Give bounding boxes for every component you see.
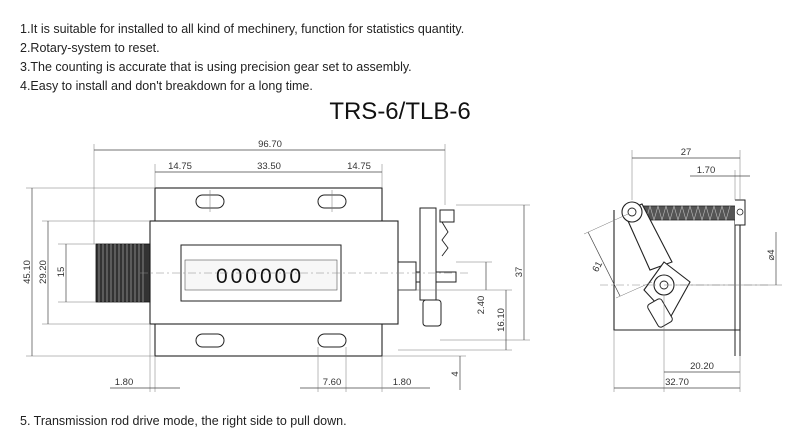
side-view: 27 1.70 61 ⌀4 20.20 32.70 — [583, 147, 782, 392]
note-3: 3.The counting is accurate that is using… — [20, 60, 412, 74]
dim-right-margin: 1.80 — [393, 377, 412, 388]
dim-overall-width: 96.70 — [258, 139, 282, 150]
counter-digits: 000000 — [216, 265, 304, 288]
dim-left-margin: 1.80 — [115, 377, 134, 388]
dim-slot-width: 7.60 — [323, 377, 342, 388]
dim-hole-diameter: ⌀4 — [766, 249, 777, 260]
return-spring — [639, 204, 737, 222]
mounting-slot-bottom-right — [317, 333, 347, 348]
dim-bottom-gap: 4 — [450, 371, 461, 376]
dim-right-offset: 14.75 — [347, 161, 371, 172]
dim-knob-height: 15 — [56, 267, 67, 278]
dim-body-height: 29.20 — [38, 260, 49, 284]
dim-spring-offset: 1.70 — [697, 165, 716, 176]
dim-hole-spacing: 33.50 — [257, 161, 281, 172]
dim-base-total: 32.70 — [665, 377, 689, 388]
feature-notes: 1.It is suitable for installed to all ki… — [20, 20, 464, 96]
dim-base-right: 20.20 — [690, 361, 714, 372]
dim-lever-offset: 2.40 — [476, 296, 487, 315]
dim-left-offset: 14.75 — [168, 161, 192, 172]
dim-lever-height: 37 — [514, 267, 525, 278]
dim-lever-base: 16.10 — [496, 308, 507, 332]
dim-arm-length: 61 — [590, 260, 605, 275]
note-2: 2.Rotary-system to reset. — [20, 41, 160, 55]
note-4: 4.Easy to install and don't breakdown fo… — [20, 79, 313, 93]
drive-mode-note: 5. Transmission rod drive mode, the righ… — [20, 414, 347, 428]
model-title: TRS-6/TLB-6 — [329, 98, 471, 125]
note-1: 1.It is suitable for installed to all ki… — [20, 22, 465, 36]
dim-side-width: 27 — [681, 147, 692, 158]
drive-lever — [397, 207, 457, 327]
dim-overall-height: 45.10 — [22, 260, 33, 284]
front-view: 000000 — [22, 139, 530, 392]
digit-strip — [184, 259, 338, 291]
mounting-slot-bottom-left — [195, 333, 225, 348]
